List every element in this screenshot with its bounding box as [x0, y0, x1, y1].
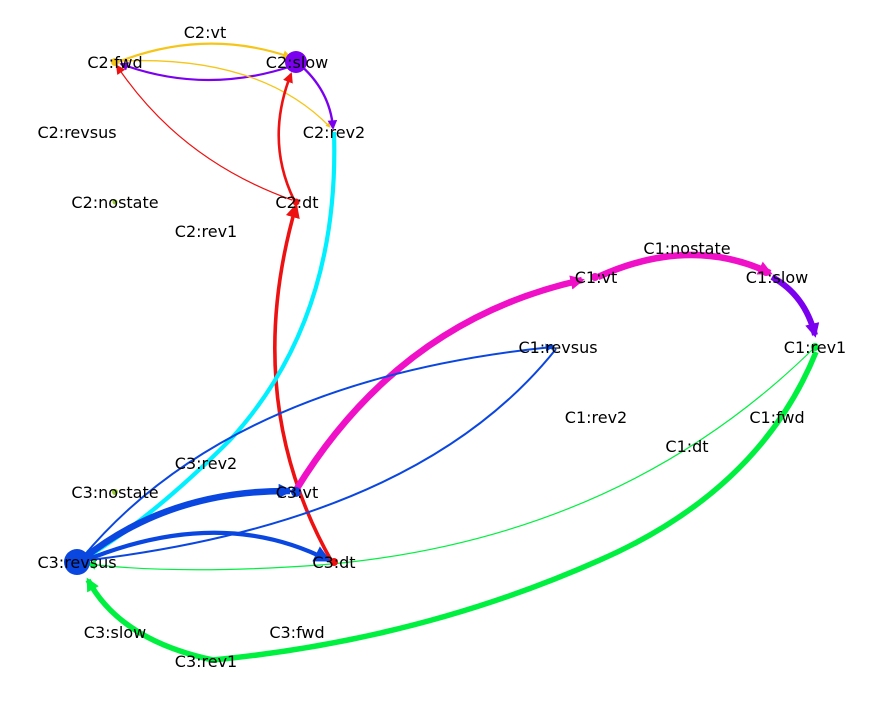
node-label-c2vt: C2:vt	[184, 23, 226, 42]
node-dot-c1vt[interactable]	[591, 273, 599, 281]
node-label-c3revsus: C3:revsus	[37, 553, 116, 572]
node-label-c1slow: C1:slow	[746, 268, 808, 287]
node-label-c2nostate: C2:nostate	[71, 193, 158, 212]
node-label-c1rev2: C1:rev2	[565, 408, 627, 427]
node-dot-c2fwd[interactable]	[111, 58, 119, 66]
node-dot-c3rev1[interactable]	[212, 657, 218, 663]
node-label-c2slow: C2:slow	[266, 53, 328, 72]
node-dot-c3dt[interactable]	[330, 558, 338, 566]
node-dot-c3vt[interactable]	[291, 487, 301, 497]
edge-layer	[79, 42, 820, 663]
node-label-c1dt: C1:dt	[665, 437, 708, 456]
edge-c2fwd-c2slow	[117, 42, 292, 64]
edge-c3vt-c1vt	[293, 275, 585, 492]
edge-c3revsus-c3dt	[83, 530, 331, 563]
node-layer	[64, 51, 819, 663]
node-label-c3rev2: C3:rev2	[175, 454, 237, 473]
edge-c1vt-c1slow	[596, 251, 773, 280]
node-label-c1fwd: C1:fwd	[749, 408, 804, 427]
edge-c2dt-c2slow	[277, 72, 296, 201]
node-label-c1nostate: C1:nostate	[643, 239, 730, 258]
edge-c1rev1-c3revsus	[86, 346, 816, 571]
edge-c1slow-c1rev1	[770, 274, 820, 338]
edge-c3revsus-c3vt	[81, 483, 293, 561]
edge-c2fwd-c2rev2	[119, 59, 331, 128]
node-dot-c2slow[interactable]	[285, 51, 307, 73]
edge-c3rev1-c1rev1	[212, 350, 819, 663]
node-label-c3rev1: C3:rev1	[175, 652, 237, 671]
node-dot-c2dt[interactable]	[292, 198, 300, 206]
node-label-c3slow: C3:slow	[84, 623, 146, 642]
node-dot-c1revsus[interactable]	[549, 344, 555, 350]
edge-c2slow-c2rev2	[297, 62, 338, 130]
node-dot-c2nostate[interactable]	[112, 199, 118, 205]
node-label-c1revsus: C1:revsus	[518, 338, 597, 357]
node-label-c2fwd: C2:fwd	[87, 53, 142, 72]
node-label-c1vt: C1:vt	[575, 268, 617, 287]
node-dot-c1rev1[interactable]	[811, 343, 819, 351]
node-label-c3vt: C3:vt	[276, 483, 318, 502]
node-dot-c3nostate[interactable]	[112, 489, 118, 495]
node-dot-c1slow[interactable]	[762, 268, 770, 276]
node-label-c3nostate: C3:nostate	[71, 483, 158, 502]
node-label-c2rev2: C2:rev2	[303, 123, 365, 142]
node-label-c2rev1: C2:rev1	[175, 222, 237, 241]
edge-c1revsus-c3revsus	[89, 348, 557, 561]
edge-c2slow-c2fwd	[119, 62, 293, 82]
edge-c3revsus-c1revsus	[81, 343, 554, 559]
node-label-c2dt: C2:dt	[275, 193, 318, 212]
edge-c3dt-c2dt	[273, 203, 334, 563]
node-label-c3dt: C3:dt	[312, 553, 355, 572]
node-label-c2revsus: C2:revsus	[37, 123, 116, 142]
node-label-c1rev1: C1:rev1	[784, 338, 846, 357]
node-dot-c3revsus[interactable]	[64, 549, 90, 575]
label-layer: C2:vt C2:fwd C2:slow C2:revsus C2:rev2 C…	[37, 23, 846, 671]
edge-c2dt-c2fwd	[115, 64, 293, 201]
edge-c3rev1-c3revsus	[85, 577, 214, 663]
node-label-c3fwd: C3:fwd	[269, 623, 324, 642]
